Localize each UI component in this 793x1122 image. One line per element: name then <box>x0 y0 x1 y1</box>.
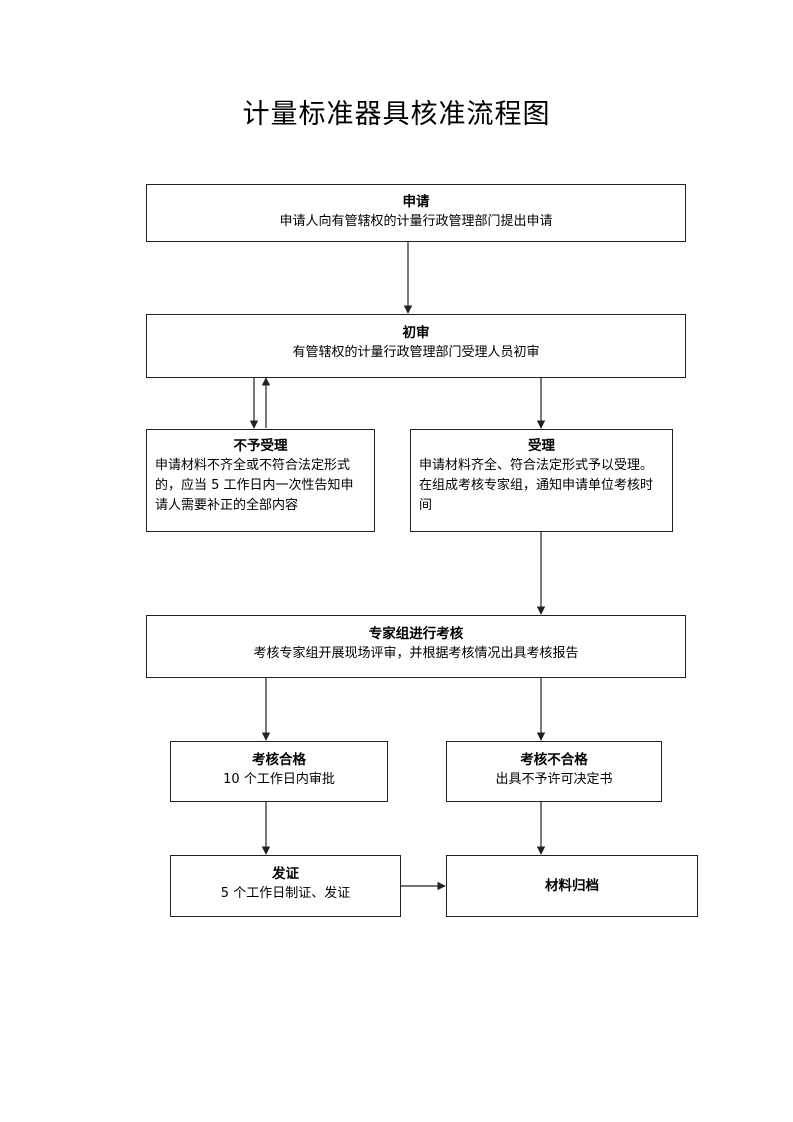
step-fail: 考核不合格 出具不予许可决定书 <box>446 741 662 802</box>
step-accept-title: 受理 <box>528 438 555 454</box>
step-initial-review-text: 有管辖权的计量行政管理部门受理人员初审 <box>292 345 540 360</box>
step-reject-text: 申请材料不齐全或不符合法定形式的，应当 5 工作日内一次性告知申请人需要补正的全… <box>155 458 354 513</box>
step-archive-title: 材料归档 <box>545 878 599 894</box>
step-expert-review-title: 专家组进行考核 <box>368 626 464 642</box>
step-fail-text: 出具不予许可决定书 <box>495 772 613 787</box>
step-accept: 受理 申请材料齐全、符合法定形式予以受理。在组成考核专家组，通知申请单位考核时间 <box>410 429 673 532</box>
step-issue-certificate-title: 发证 <box>272 866 299 882</box>
step-archive: 材料归档 <box>446 855 698 917</box>
step-expert-review: 专家组进行考核 考核专家组开展现场评审，并根据考核情况出具考核报告 <box>146 615 686 678</box>
step-reject-title: 不予受理 <box>233 438 288 454</box>
step-accept-text: 申请材料齐全、符合法定形式予以受理。在组成考核专家组，通知申请单位考核时间 <box>419 458 654 513</box>
step-apply: 申请 申请人向有管辖权的计量行政管理部门提出申请 <box>146 184 686 242</box>
step-initial-review-title: 初审 <box>402 325 430 341</box>
step-pass: 考核合格 10 个工作日内审批 <box>170 741 388 802</box>
step-reject: 不予受理 申请材料不齐全或不符合法定形式的，应当 5 工作日内一次性告知申请人需… <box>146 429 375 532</box>
page-title: 计量标准器具核准流程图 <box>242 99 551 130</box>
step-initial-review: 初审 有管辖权的计量行政管理部门受理人员初审 <box>146 314 686 378</box>
step-apply-text: 申请人向有管辖权的计量行政管理部门提出申请 <box>279 214 553 229</box>
step-pass-text: 10 个工作日内审批 <box>223 772 335 787</box>
step-issue-certificate-text: 5 个工作日制证、发证 <box>220 886 351 901</box>
step-issue-certificate: 发证 5 个工作日制证、发证 <box>170 855 401 917</box>
step-expert-review-text: 考核专家组开展现场评审，并根据考核情况出具考核报告 <box>253 646 579 661</box>
step-pass-title: 考核合格 <box>252 752 306 768</box>
step-fail-title: 考核不合格 <box>520 752 588 768</box>
step-apply-title: 申请 <box>402 194 430 210</box>
